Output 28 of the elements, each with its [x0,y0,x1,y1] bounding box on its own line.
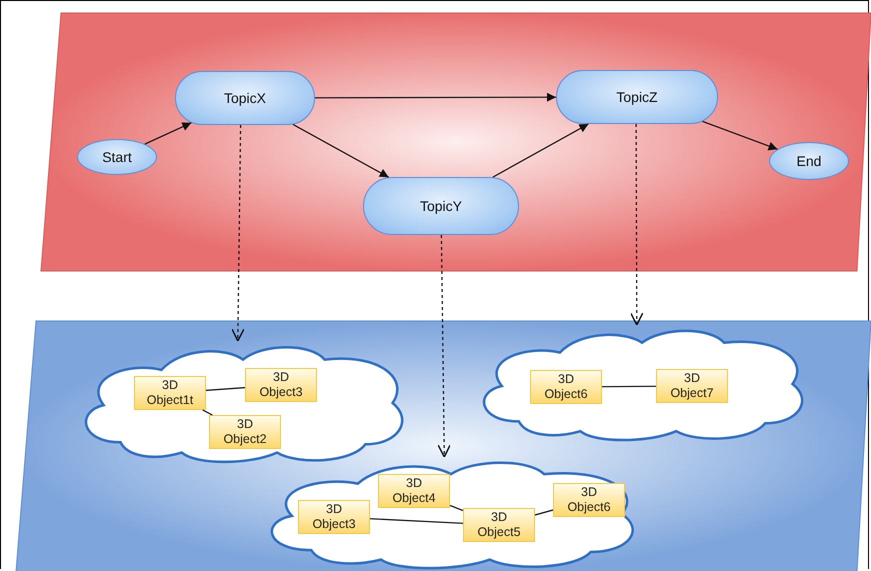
connector-line [202,409,213,416]
object-box: 3D Object7 [656,369,728,403]
topic-node: TopicY [363,177,519,235]
object-box: 3D Object6 [530,370,602,404]
arrow [702,120,778,150]
object-box: 3D Object4 [378,474,450,508]
connector-line [534,509,554,516]
object-box: 3D Object2 [209,415,281,449]
dashed-arrow [231,125,245,342]
dashed-arrow [630,124,644,326]
object-box: 3D Object6 [553,483,625,517]
connector-line [370,518,464,524]
topic-node: TopicZ [556,70,718,124]
object-box: 3D Object3 [245,368,317,402]
connector-line [206,387,246,391]
object-box: 3D Object5 [463,508,535,542]
object-box: 3D Object1t [134,376,206,410]
topic-node: TopicX [175,71,315,125]
dashed-arrow [437,235,451,458]
arrow [144,122,192,145]
connector-line [450,504,464,512]
object-box: 3D Object3 [298,500,370,534]
arrow [492,123,589,178]
parallelogram-band [16,321,871,571]
arrow [315,92,556,102]
connector-line [602,386,656,388]
parallelogram-band [41,13,871,271]
arrow [292,124,389,178]
